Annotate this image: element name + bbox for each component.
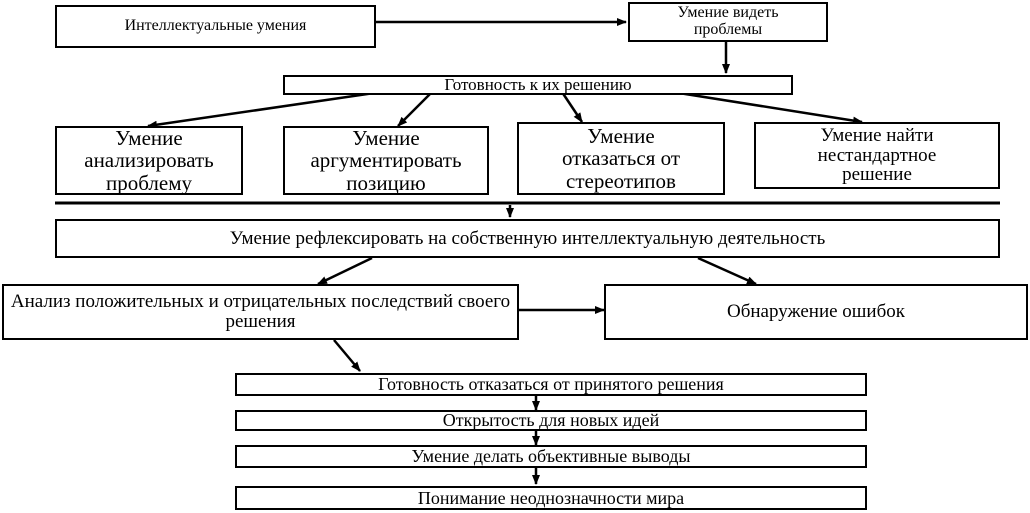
node-ambiguity-label: Понимание неоднозначности мира bbox=[417, 487, 685, 508]
arrow-readiness-to-stereotypes bbox=[560, 91, 584, 123]
node-openness-label: Открытость для новых идей bbox=[442, 410, 660, 431]
node-detect-errors-label: Обнаружение ошибок bbox=[726, 301, 905, 323]
node-objective-conclusions: Умение делать объективные выводы bbox=[235, 445, 867, 468]
node-analyze-consequences-label: Анализ положительных и отрицательных пос… bbox=[10, 291, 511, 332]
node-openness: Открытость для новых идей bbox=[235, 410, 867, 431]
node-see-problems-label: Умение видеть проблемы bbox=[677, 4, 779, 38]
node-intellectual-skills-label: Интеллектуальные умения bbox=[124, 17, 307, 35]
arrow-readiness-to-nonstandard bbox=[659, 88, 863, 125]
node-intellectual-skills: Интеллектуальные умения bbox=[55, 5, 376, 48]
node-find-nonstandard-label: Умение найти нестандартное решение bbox=[817, 124, 937, 186]
node-readiness-to-abandon: Готовность отказаться от принятого решен… bbox=[235, 373, 867, 396]
node-find-nonstandard: Умение найти нестандартное решение bbox=[754, 122, 1000, 189]
node-objective-conclusions-label: Умение делать объективные выводы bbox=[411, 446, 691, 467]
node-ambiguity: Понимание неоднозначности мира bbox=[235, 486, 867, 510]
arrow-reflect-to-errors bbox=[697, 256, 757, 286]
node-see-problems: Умение видеть проблемы bbox=[628, 2, 828, 42]
node-reject-stereotypes: Умение отказаться от стереотипов bbox=[517, 122, 725, 195]
node-analyze-problem-label: Умение анализировать проблему bbox=[84, 126, 214, 195]
node-reflect: Умение рефлексировать на собственную инт… bbox=[55, 219, 1000, 258]
arrow-readiness-to-analyze bbox=[147, 88, 396, 129]
node-detect-errors: Обнаружение ошибок bbox=[604, 284, 1028, 340]
arrow-readiness-to-argue bbox=[397, 91, 433, 127]
node-argue-position-label: Умение аргументировать позицию bbox=[310, 126, 462, 195]
node-readiness-to-solve-label: Готовность к их решению bbox=[444, 75, 632, 95]
node-reflect-label: Умение рефлексировать на собственную инт… bbox=[229, 227, 826, 249]
node-readiness-to-solve: Готовность к их решению bbox=[283, 75, 793, 95]
node-analyze-consequences: Анализ положительных и отрицательных пос… bbox=[2, 284, 519, 340]
node-readiness-to-abandon-label: Готовность отказаться от принятого решен… bbox=[378, 374, 724, 395]
arrow-consequences-to-abandon bbox=[333, 339, 361, 372]
node-analyze-problem: Умение анализировать проблему bbox=[55, 126, 243, 195]
node-reject-stereotypes-label: Умение отказаться от стереотипов bbox=[561, 124, 681, 193]
arrow-reflect-to-consequences bbox=[317, 256, 373, 286]
node-argue-position: Умение аргументировать позицию bbox=[283, 126, 489, 195]
